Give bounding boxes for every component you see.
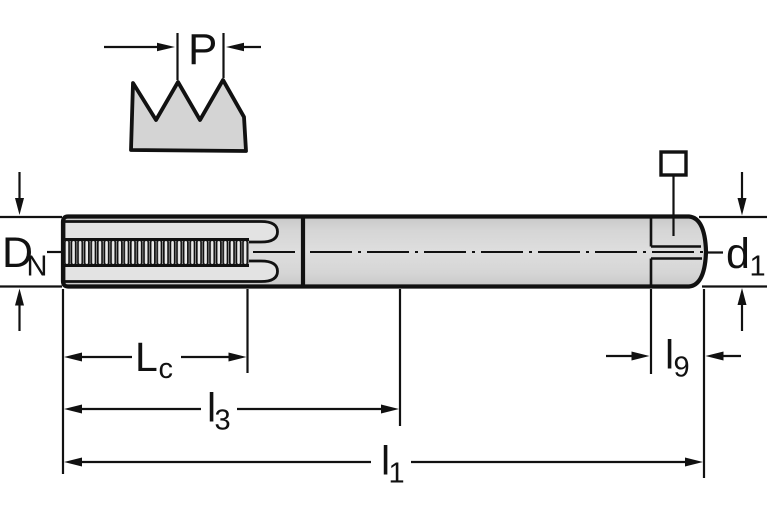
dn-arrowhead-bottom (15, 288, 24, 306)
d1-arrowhead-bottom (737, 288, 747, 305)
tap-body (60, 214, 709, 289)
thread-section (64, 239, 249, 266)
l1-label-sub: 1 (389, 458, 405, 490)
pitch-label: P (188, 25, 217, 74)
lc-arrowhead-left (64, 352, 82, 362)
diameter-reference-lines (0, 215, 767, 288)
l9-label-sub: 9 (674, 352, 690, 384)
thread-profile-shape (129, 78, 248, 153)
square-drive-section (649, 218, 702, 285)
l3-dimension: l 3 (64, 385, 399, 437)
l3-label-sub: 3 (215, 405, 231, 437)
l1-arrowhead-left (64, 457, 82, 467)
l3-label-base: l (207, 385, 216, 431)
l1-dimension: l 1 (64, 438, 703, 490)
lc-label-sub: c (159, 353, 174, 385)
l9-arrowhead-right (705, 351, 724, 361)
extension-lines (61, 289, 706, 478)
l9-arrowhead-left (631, 351, 650, 361)
thread-profile-detail: P (104, 25, 261, 153)
lc-arrowhead-right (228, 352, 247, 362)
dn-arrowhead-top (15, 198, 24, 215)
pitch-arrowhead-right (226, 42, 244, 52)
l9-dimension: l 9 (606, 332, 741, 384)
pitch-dimension: P (104, 25, 261, 74)
l9-label-base: l (665, 332, 674, 378)
d1-arrowhead-top (737, 198, 747, 216)
flute-top (62, 220, 279, 244)
l3-arrowhead-left (64, 404, 82, 414)
square-symbol-icon (659, 150, 688, 177)
d1-label-sub: 1 (750, 251, 766, 283)
lc-dimension: L c (64, 334, 247, 385)
dn-label-sub: N (27, 251, 48, 283)
d1-dimension: d 1 (705, 172, 766, 331)
l1-label-base: l (381, 438, 390, 484)
square-drive-callout (659, 150, 688, 236)
d1-label-base: d (726, 230, 750, 278)
dn-label-base: D (2, 229, 33, 277)
l3-arrowhead-right (381, 404, 399, 414)
l1-arrowhead-right (685, 457, 703, 467)
lc-label-base: L (135, 334, 158, 380)
pitch-arrowhead-left (157, 42, 175, 52)
dn-dimension: D N (2, 172, 63, 331)
